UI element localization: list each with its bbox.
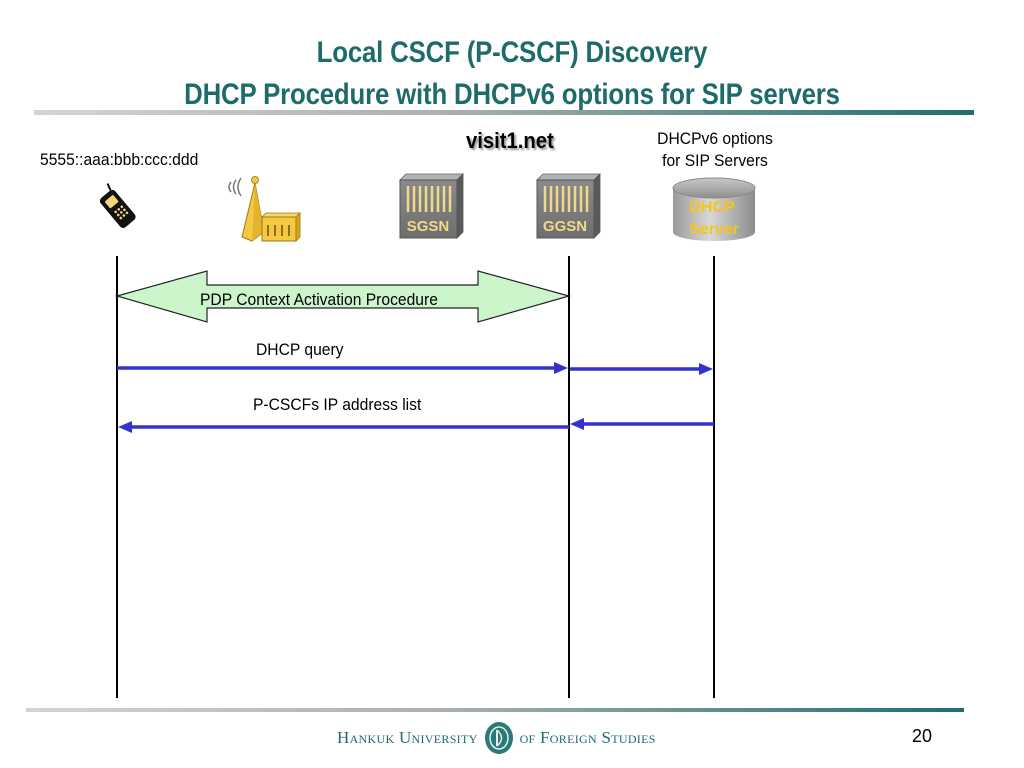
slide-title-line2: DHCP Procedure with DHCPv6 options for S… [184, 78, 840, 111]
dhcp-options-label-line1: DHCPv6 options [657, 129, 773, 148]
database-cylinder-icon [672, 177, 756, 241]
dhcp-query-arrow [117, 362, 713, 375]
dhcp-server-label-line2: Server [689, 221, 739, 238]
dhcp-options-label: DHCPv6 options for SIP Servers [637, 128, 793, 172]
pcscf-list-label: P-CSCFs IP address list [253, 395, 422, 414]
university-seal-icon [484, 722, 513, 754]
base-station-icon [228, 176, 301, 242]
mobile-phone-icon [99, 183, 136, 228]
dhcp-query-label: DHCP query [256, 340, 344, 359]
sgsn-label: SGSN [407, 218, 450, 235]
sgsn-icon [399, 173, 464, 239]
footer-text-left: Hankuk University [337, 728, 478, 747]
domain-label: visit1.net [466, 128, 554, 153]
pcscf-list-arrow [118, 418, 714, 433]
pdp-procedure-arrow [114, 270, 572, 323]
ue-address-label: 5555::aaa:bbb:ccc:ddd [40, 150, 199, 169]
slide-title-line1: Local CSCF (P-CSCF) Discovery [316, 36, 708, 69]
ggsn-icon [536, 173, 601, 239]
ggsn-label: GGSN [543, 218, 587, 235]
footer-university-logo: Hankuk University of Foreign Studies [337, 718, 656, 758]
footer-text-right: of Foreign Studies [519, 728, 656, 747]
pdp-procedure-label: PDP Context Activation Procedure [200, 290, 438, 309]
page-number: 20 [912, 726, 933, 746]
dhcp-options-label-line2: for SIP Servers [662, 151, 768, 170]
dhcp-server-label-line1: DHCP [689, 199, 735, 216]
footer-divider [26, 708, 964, 712]
title-divider [34, 110, 974, 115]
